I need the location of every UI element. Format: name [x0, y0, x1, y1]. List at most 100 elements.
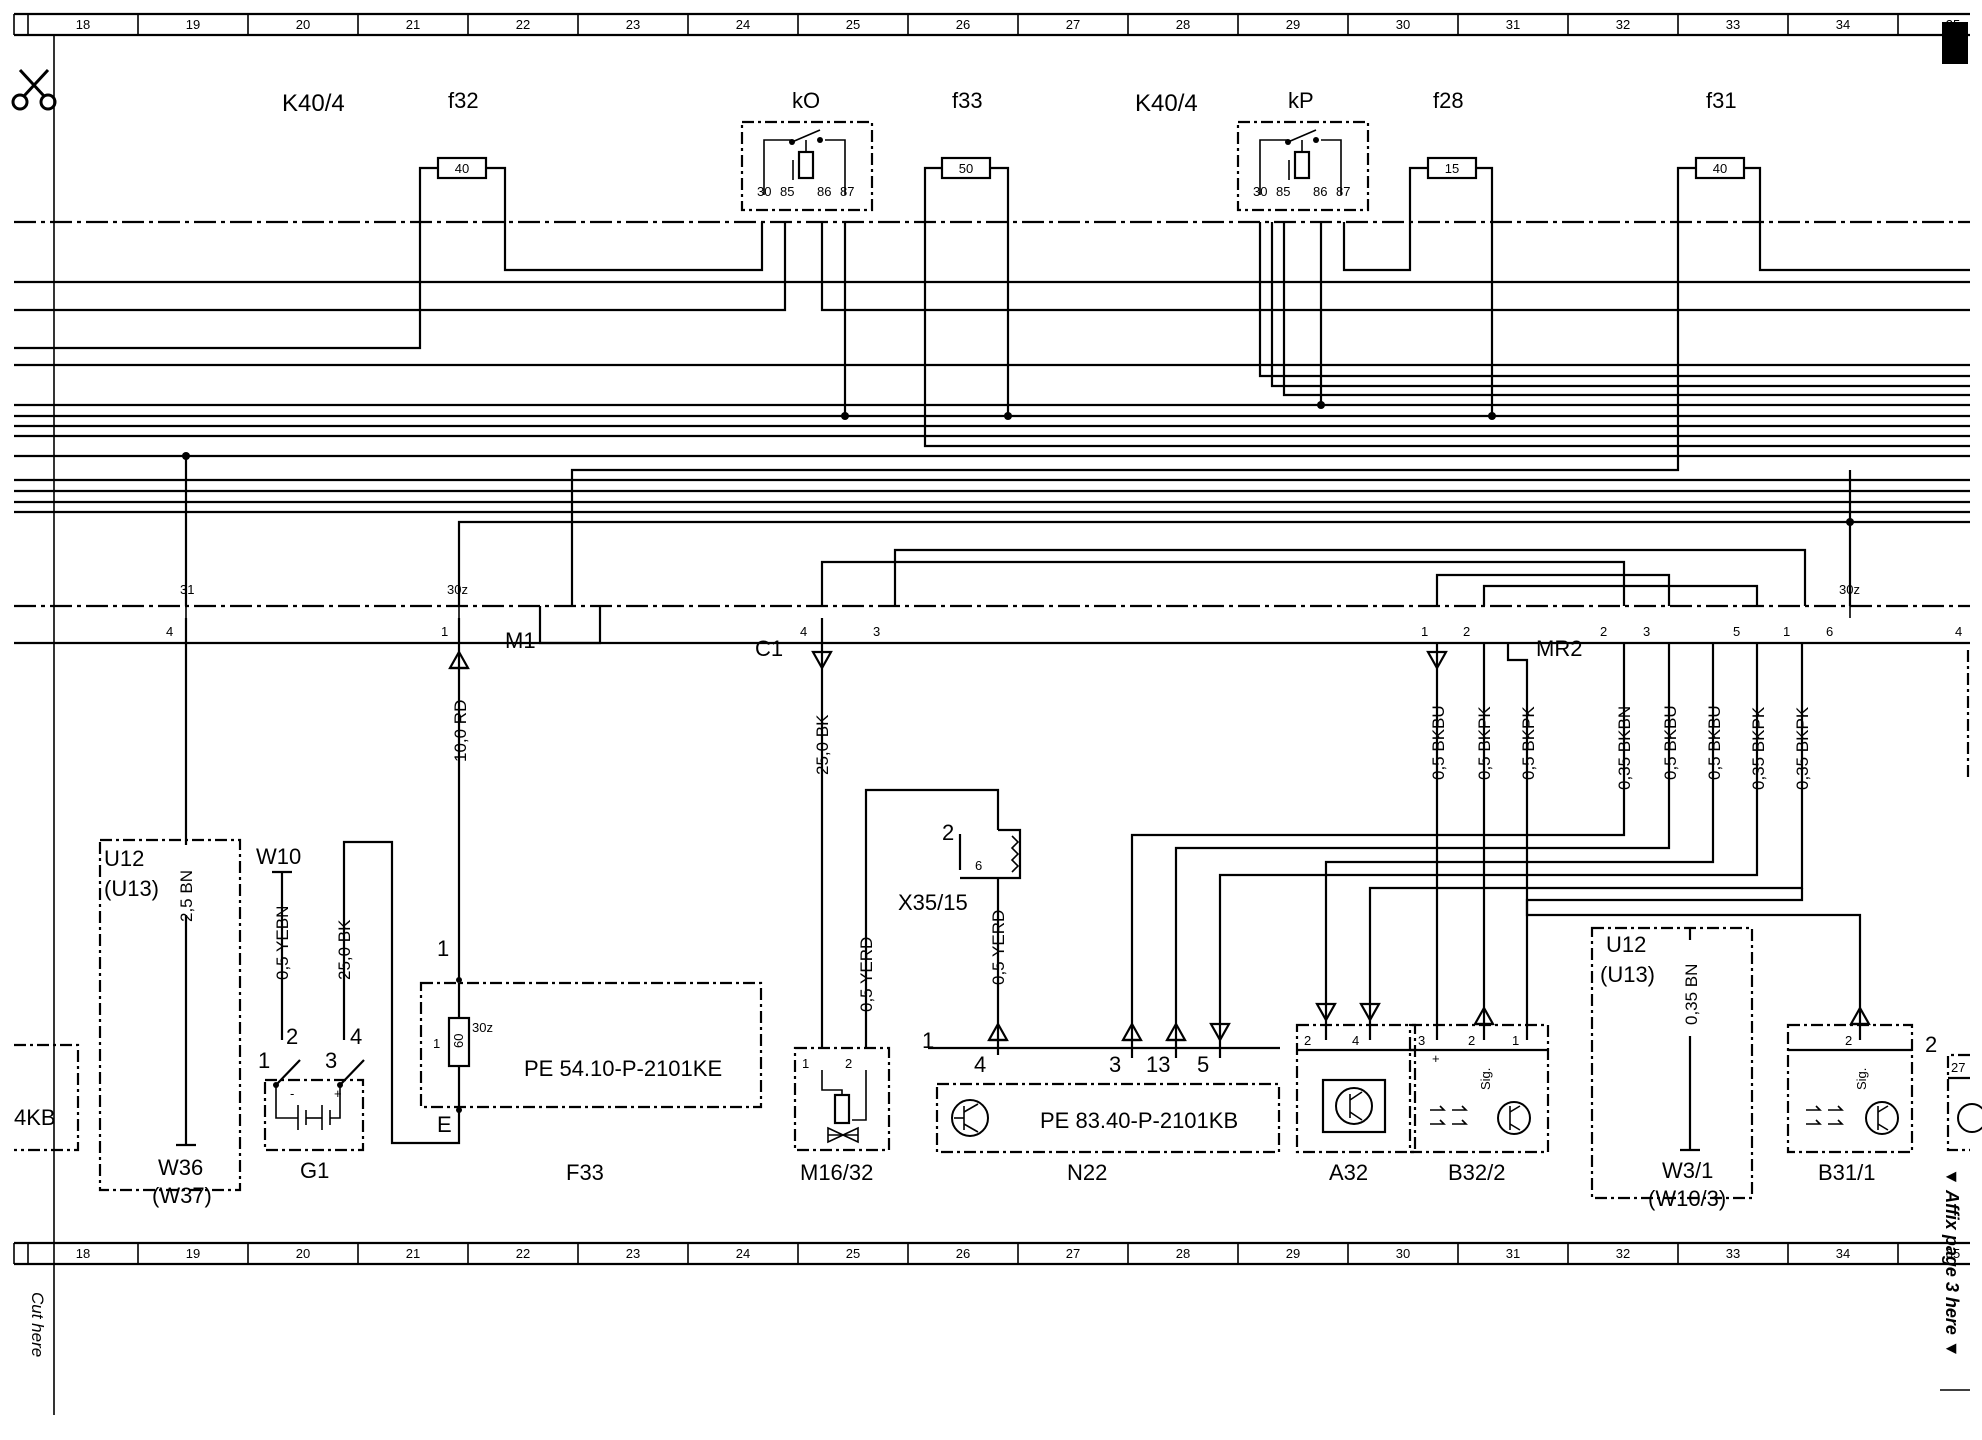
- svg-text:13: 13: [1146, 1052, 1170, 1077]
- top-grid-col-25: 25: [846, 17, 860, 32]
- scissors-icon: [11, 68, 57, 111]
- svg-text:4: 4: [350, 1024, 362, 1049]
- svg-text:27: 27: [1951, 1060, 1965, 1075]
- corner-mark: [1942, 22, 1968, 64]
- k40-4-left-label: K40/4: [282, 90, 345, 117]
- f33-fuse-label: f33: [952, 88, 983, 113]
- svg-text:2: 2: [1925, 1032, 1937, 1057]
- svg-text:4: 4: [166, 624, 173, 639]
- svg-text:F33: F33: [566, 1160, 604, 1185]
- bottom-grid-col-30: 30: [1396, 1246, 1410, 1261]
- wire-label-250bk-a: 0,5 YEBN: [273, 906, 292, 980]
- bottom-grid-ruler: [13, 1241, 1970, 1266]
- bottom-grid-col-29: 29: [1286, 1246, 1300, 1261]
- top-grid-col-30: 30: [1396, 17, 1410, 32]
- affix-page-label: ▼ Affix page 3 here ▼: [1942, 1168, 1962, 1358]
- m1-label: M1: [505, 628, 536, 653]
- fuse-f32: 40: [418, 156, 507, 222]
- wire-label-250bk-b: 25,0 BK: [335, 919, 354, 980]
- wire-label-100rd: 10,0 RD: [451, 700, 470, 762]
- svg-text:X35/15: X35/15: [898, 890, 968, 915]
- svg-text:W10: W10: [256, 844, 301, 869]
- top-grid-col-19: 19: [186, 17, 200, 32]
- svg-text:5: 5: [1197, 1052, 1209, 1077]
- bus-feeds: [182, 452, 1970, 606]
- g1-battery: W10 0,5 YEBN 25,0 BK 1 2 3 4 - + G1: [256, 840, 461, 1183]
- top-grid-col-23: 23: [626, 17, 640, 32]
- f33-pe-ref: PE 54.10-P-2101KE: [524, 1056, 722, 1081]
- bottom-grid-col-33: 33: [1726, 1246, 1740, 1261]
- fuse-f31: 40: [1676, 156, 1762, 222]
- svg-text:4: 4: [800, 624, 807, 639]
- svg-text:+: +: [334, 1086, 342, 1101]
- svg-text:50: 50: [959, 161, 973, 176]
- top-internal-wires: [14, 222, 1970, 606]
- f31-label: f31: [1706, 88, 1737, 113]
- svg-text:1: 1: [441, 624, 448, 639]
- bottom-grid-col-35: 35: [1946, 1246, 1960, 1261]
- bottom-grid-col-25: 25: [846, 1246, 860, 1261]
- svg-text:1: 1: [437, 936, 449, 961]
- svg-text:3: 3: [873, 624, 880, 639]
- f28-label: f28: [1433, 88, 1464, 113]
- svg-text:85: 85: [1276, 184, 1290, 199]
- u12-left: U12 (U13) 2,5 BN W36 (W37): [98, 618, 242, 1208]
- svg-text:B32/2: B32/2: [1448, 1160, 1506, 1185]
- bus-connector-labels: 31 30z 30z 4 1 4 3 1 2 2 3 5 1 6 4 M1 C1…: [166, 582, 1962, 661]
- n22-control-unit: 1 4 3 13 5 PE 83.40-P-2101KB N22: [922, 643, 1759, 1185]
- f32-label: f32: [448, 88, 479, 113]
- wire-label-05bkpk-b: 0,5 BKPK: [1519, 706, 1538, 780]
- wire-label-05bkpk-a: 0,5 BKPK: [1475, 706, 1494, 780]
- bottom-grid-col-24: 24: [736, 1246, 750, 1261]
- svg-text:2: 2: [286, 1024, 298, 1049]
- bottom-grid-col-22: 22: [516, 1246, 530, 1261]
- svg-text:E: E: [437, 1112, 452, 1137]
- bottom-grid-col-20: 20: [296, 1246, 310, 1261]
- wire-label-05bkbu-b: 0,5 BKBU: [1661, 705, 1680, 780]
- top-grid-col-35: 35: [1946, 17, 1960, 32]
- svg-text:30: 30: [1253, 184, 1267, 199]
- fuse-f33-top: 50: [923, 156, 1010, 222]
- svg-text:N22: N22: [1067, 1160, 1107, 1185]
- b31-1-sensor: 2 Sig. B31/1: [1525, 888, 1914, 1185]
- wire-label-035bkpk-a: 0,35 BKPK: [1749, 706, 1768, 790]
- svg-text:87: 87: [1336, 184, 1350, 199]
- svg-text:W36: W36: [158, 1155, 203, 1180]
- top-grid-ruler: [13, 12, 1970, 37]
- relay-ko: 30 85 86 87: [740, 120, 874, 212]
- svg-text:4: 4: [1352, 1033, 1359, 1048]
- svg-text:U12: U12: [1606, 932, 1646, 957]
- svg-text:A32: A32: [1329, 1160, 1368, 1185]
- bottom-grid-col-32: 32: [1616, 1246, 1630, 1261]
- svg-text:M16/32: M16/32: [800, 1160, 873, 1185]
- relay-kp: 30 85 86 87: [1236, 120, 1370, 212]
- f33-block: 10,0 RD 1 60 30z 1 E PE 54.10-P-2101KE F…: [419, 618, 763, 1185]
- svg-text:(U13): (U13): [104, 876, 159, 901]
- bottom-grid-col-19: 19: [186, 1246, 200, 1261]
- kp-label: kP: [1288, 88, 1314, 113]
- wire-label-035bn: 0,35 BN: [1682, 964, 1701, 1025]
- svg-text:1: 1: [802, 1056, 809, 1071]
- svg-text:1: 1: [1783, 624, 1790, 639]
- u12-right: U12 (U13) 0,35 BN W3/1 (W10/3): [1590, 926, 1754, 1211]
- svg-text:(W10/3): (W10/3): [1648, 1186, 1726, 1211]
- svg-text:B31/1: B31/1: [1818, 1160, 1876, 1185]
- svg-text:+: +: [1432, 1051, 1440, 1066]
- svg-text:3: 3: [325, 1048, 337, 1073]
- x35-15-connector: 2 6 X35/15 0,5 YERD: [898, 820, 1022, 1055]
- n22-pe-ref: PE 83.40-P-2101KB: [1040, 1108, 1238, 1133]
- svg-text:2: 2: [1468, 1033, 1475, 1048]
- svg-text:6: 6: [1826, 624, 1833, 639]
- svg-text:3: 3: [1109, 1052, 1121, 1077]
- svg-text:85: 85: [780, 184, 794, 199]
- wire-label-05yerd-b: 0,5 YERD: [989, 910, 1008, 985]
- svg-text:87: 87: [840, 184, 854, 199]
- right-partial-box: 2 27: [1925, 1032, 1982, 1152]
- top-grid-col-32: 32: [1616, 17, 1630, 32]
- top-grid-col-24: 24: [736, 17, 750, 32]
- svg-text:Sig.: Sig.: [1478, 1068, 1493, 1090]
- svg-text:86: 86: [1313, 184, 1327, 199]
- wire-label-25bn: 2,5 BN: [177, 870, 196, 922]
- svg-text:40: 40: [455, 161, 469, 176]
